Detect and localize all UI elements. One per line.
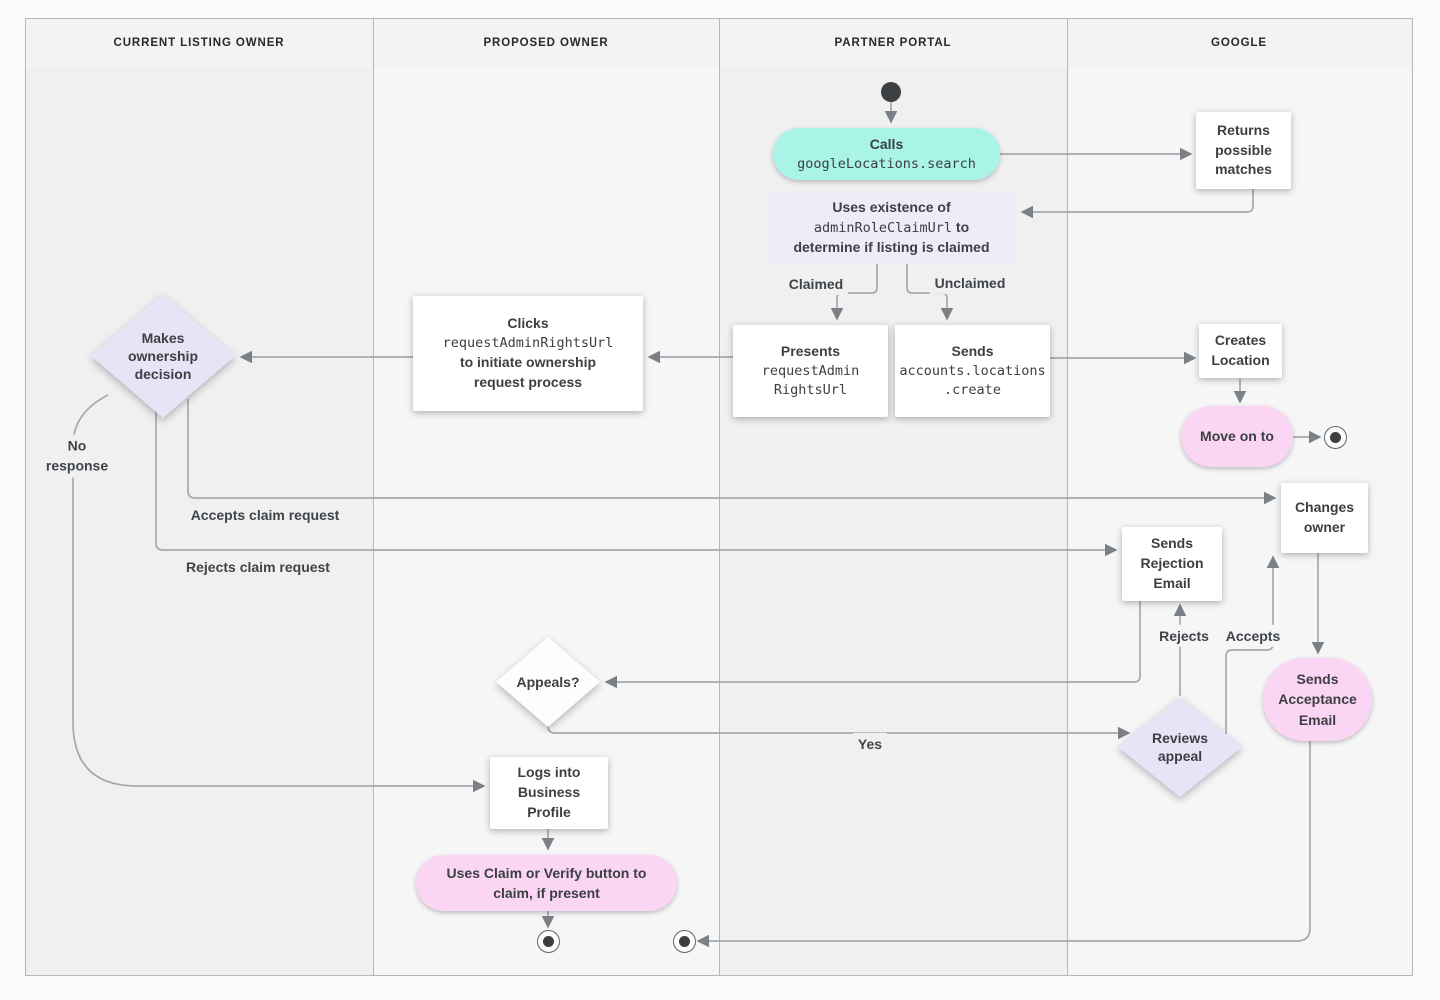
node-text: Logs into Business Profile — [517, 764, 581, 820]
reviews-diamond-shape: Reviews appeal — [1118, 697, 1242, 797]
appeals-diamond-shape: Appeals? — [496, 637, 600, 727]
node-title: Presents — [780, 343, 841, 360]
node-code: adminRoleClaimUrl — [813, 220, 953, 237]
end-node-google — [1324, 426, 1347, 449]
node-title: Clicks — [507, 315, 549, 332]
node-text: Creates Location — [1211, 332, 1270, 368]
node-code: googleLocations.search — [797, 155, 976, 172]
node-returns-possible-matches: Returns possible matches — [1196, 112, 1291, 189]
node-code: accounts.locations .create — [899, 363, 1046, 398]
lane-separator — [719, 19, 720, 975]
lane-title-current-listing-owner: CURRENT LISTING OWNER — [113, 37, 285, 49]
end-dot — [679, 936, 690, 947]
lane-title-partner-portal: PARTNER PORTAL — [834, 37, 952, 49]
lane-title-google: GOOGLE — [1211, 37, 1267, 49]
end-dot — [543, 936, 554, 947]
node-text: Returns possible matches — [1215, 121, 1272, 178]
node-presents-request-admin-rights-url: Presents requestAdmin RightsUrl — [733, 325, 888, 417]
node-changes-owner: Changes owner — [1281, 483, 1368, 553]
edge-unclaimed-to-sends-create — [906, 264, 954, 321]
node-uses-claim-or-verify: Uses Claim or Verify button to claim, if… — [416, 855, 677, 911]
node-title: Calls — [869, 136, 904, 153]
edge-label-claimed: Claimed — [783, 272, 849, 296]
start-node — [881, 82, 901, 102]
edge-no-response-to-logs-into — [72, 394, 486, 793]
node-sends-accounts-locations-create: Sends accounts.locations .create — [895, 325, 1050, 417]
edge-appeals-yes-to-reviews-appeal — [547, 725, 1131, 740]
edge-sends-rejection-to-appeals — [604, 601, 1141, 689]
lane-title-proposed-owner: PROPOSED OWNER — [483, 37, 609, 49]
edge-label-no-response: No response — [40, 434, 114, 478]
node-text: Move on to — [1200, 428, 1274, 445]
edge-accepts-claim-to-changes-owner — [187, 399, 1277, 505]
end-node-partner-portal — [673, 930, 696, 953]
node-makes-ownership-decision: Makes ownership decision — [91, 294, 235, 418]
node-code: requestAdmin RightsUrl — [761, 363, 860, 398]
node-code: requestAdminRightsUrl — [442, 335, 614, 352]
node-move-on-to: Move on to — [1181, 406, 1293, 467]
lane-separator — [1067, 19, 1068, 975]
node-reviews-appeal: Reviews appeal — [1118, 697, 1242, 797]
decision-diamond-shape: Makes ownership decision — [91, 294, 235, 418]
node-text: Uses Claim or Verify button to claim, if… — [446, 864, 647, 901]
edge-label-unclaimed: Unclaimed — [929, 271, 1011, 295]
node-line2-suffix: to — [952, 219, 970, 236]
node-title: Sends — [951, 343, 994, 360]
node-creates-location: Creates Location — [1199, 324, 1282, 378]
edge-label-rejects: Rejects — [1154, 624, 1214, 648]
edge-label-rejects-claim-request: Rejects claim request — [181, 555, 335, 579]
edge-label-accepts-claim-request: Accepts claim request — [185, 503, 345, 527]
end-dot — [1330, 432, 1341, 443]
node-rest: to initiate ownership request process — [459, 354, 597, 390]
node-calls-google-locations-search: Calls googleLocations.search — [773, 128, 1000, 180]
edge-sends-acceptance-to-end — [696, 741, 1311, 948]
edge-label-accepts: Accepts — [1220, 624, 1286, 648]
edge-returns-matches-to-uses-existence — [1020, 189, 1254, 219]
lane-separator — [373, 19, 374, 975]
node-line1: Uses existence of — [832, 199, 951, 216]
end-node-proposed-owner — [537, 930, 560, 953]
edge-claimed-to-presents — [830, 264, 878, 321]
node-text: Changes owner — [1294, 499, 1355, 535]
node-line3: determine if listing is claimed — [793, 238, 990, 255]
node-uses-existence: Uses existence of adminRoleClaimUrl to d… — [767, 192, 1016, 264]
node-text: Sends Rejection Email — [1140, 535, 1204, 591]
edge-label-yes: Yes — [852, 732, 888, 756]
node-line2: adminRoleClaimUrl to — [814, 218, 969, 238]
node-logs-into-business-profile: Logs into Business Profile — [490, 757, 608, 829]
node-text: Sends Acceptance Email — [1278, 671, 1357, 728]
node-clicks-request-admin-rights-url: Clicks requestAdminRightsUrl to initiate… — [413, 296, 643, 411]
node-sends-rejection-email: Sends Rejection Email — [1122, 527, 1222, 601]
edge-rejects-claim-to-sends-rejection — [155, 411, 1118, 557]
node-sends-acceptance-email: Sends Acceptance Email — [1263, 658, 1372, 741]
node-appeals-decision: Appeals? — [496, 637, 600, 727]
